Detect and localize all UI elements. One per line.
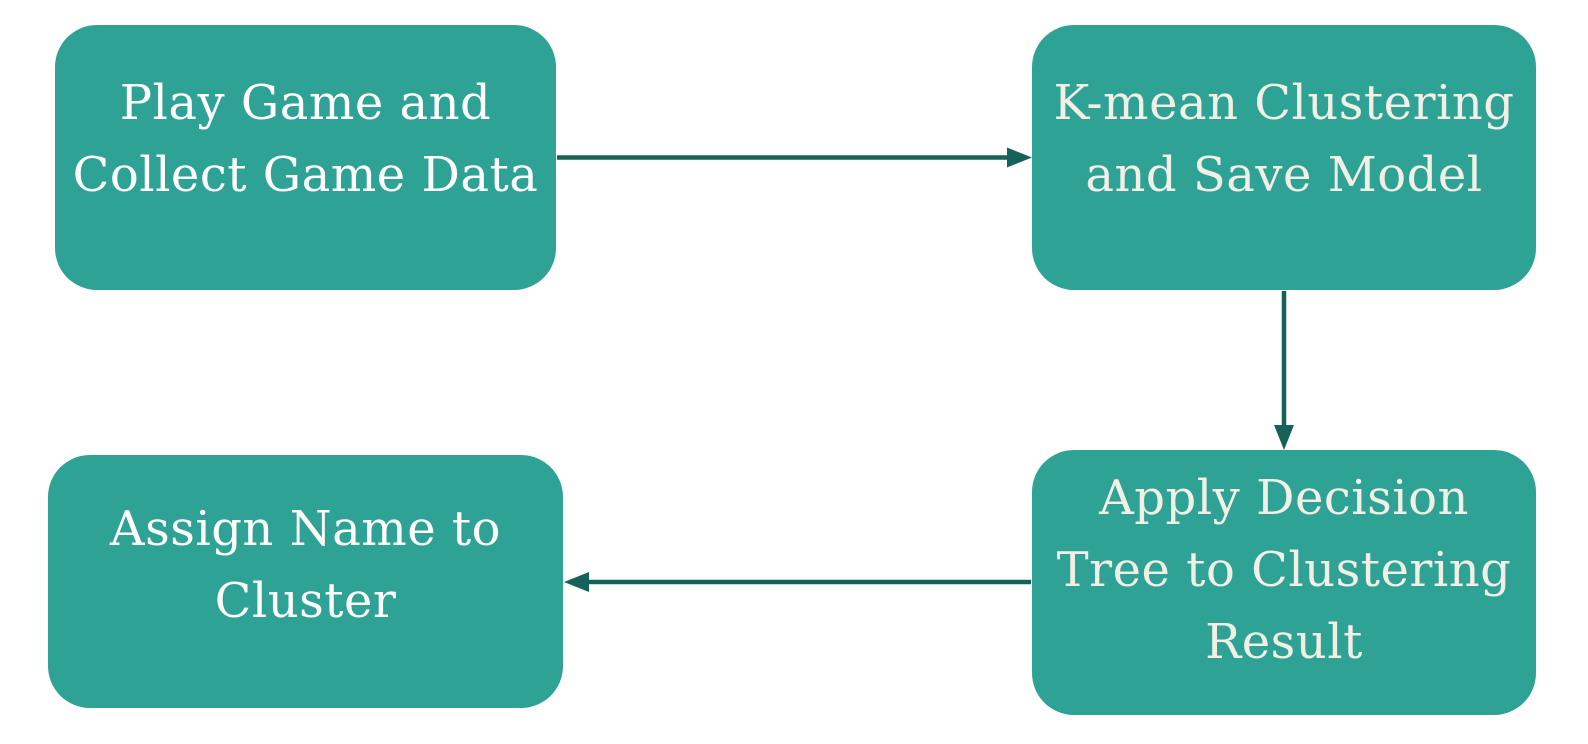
node-label-line: Tree to Clustering — [1056, 541, 1512, 598]
node-label-line: and Save Model — [1085, 146, 1483, 203]
arrow-kmean-to-decision-tree — [1274, 291, 1294, 450]
node-decision-tree: Apply Decision Tree to Clustering Result — [1032, 450, 1536, 715]
node-label-line: Cluster — [214, 572, 397, 629]
node-play-game: Play Game and Collect Game Data — [55, 25, 556, 290]
node-assign-name: Assign Name to Cluster — [48, 455, 563, 708]
arrow-decision-tree-to-assign-name — [564, 572, 1031, 592]
arrow-play-to-kmean — [557, 147, 1032, 168]
node-label-line: Assign Name to — [109, 500, 502, 557]
node-label-line: Collect Game Data — [72, 146, 539, 203]
node-label-line: Play Game and — [119, 74, 492, 131]
node-label-line: Apply Decision — [1099, 469, 1469, 526]
arrow-head-down-icon — [1274, 425, 1294, 450]
node-label-line: Result — [1205, 613, 1363, 670]
node-kmean-clustering: K-mean Clustering and Save Model — [1032, 25, 1536, 290]
arrow-head-right-icon — [1007, 147, 1032, 168]
node-label-line: K-mean Clustering — [1053, 74, 1515, 131]
arrow-head-left-icon — [564, 572, 589, 592]
